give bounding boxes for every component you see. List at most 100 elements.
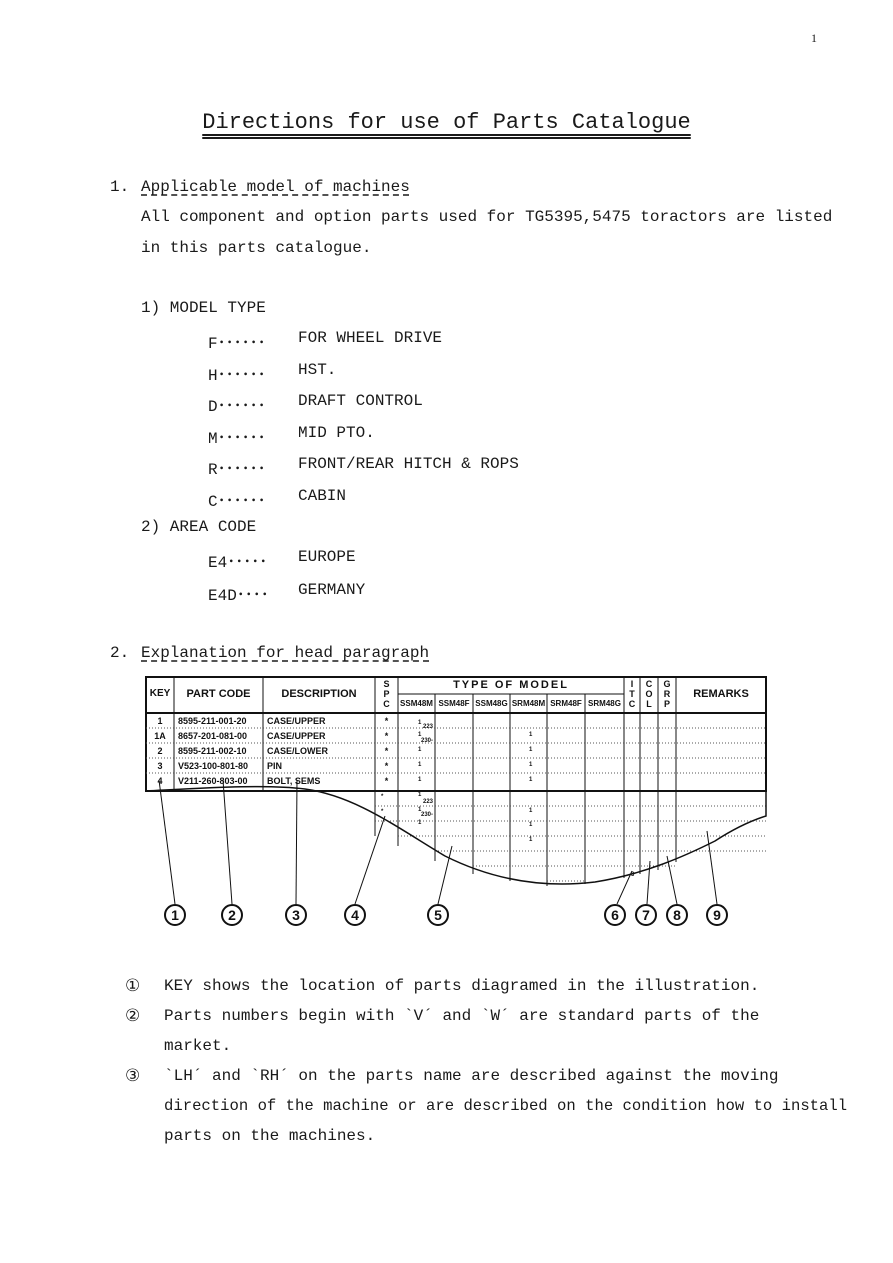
svg-text:230-: 230-	[421, 738, 433, 744]
note-2-line-1: Parts numbers begin with `V´ and `W´ are…	[164, 1007, 760, 1025]
svg-text:230-: 230-	[421, 812, 433, 818]
header-model: SRM48G	[588, 699, 621, 708]
row-part-code: V211-260-803-00	[178, 776, 248, 786]
note-3-line-1: `LH´ and `RH´ on the parts name are desc…	[164, 1067, 779, 1085]
row-description: PIN	[267, 761, 283, 771]
note-3-mark: ③	[125, 1066, 141, 1086]
header-type-of-model: TYPE OF MODEL	[453, 679, 569, 691]
svg-text:1: 1	[418, 747, 422, 753]
callout-6: 6	[604, 904, 626, 926]
row-part-code: 8595-211-002-10	[178, 746, 247, 756]
row-description: CASE/UPPER	[267, 716, 326, 726]
svg-text:1: 1	[529, 808, 533, 814]
model-code: D･･････	[208, 398, 266, 416]
row-spc: *	[384, 776, 389, 786]
svg-text:1: 1	[418, 732, 422, 738]
page-number: 1	[811, 31, 817, 45]
row-spc: *	[384, 731, 389, 741]
svg-text:3: 3	[631, 872, 635, 878]
callout-3: 3	[285, 904, 307, 926]
svg-text:1: 1	[418, 720, 422, 726]
header-model: SRM48M	[511, 699, 546, 708]
model-code: F･･････	[208, 335, 266, 353]
note-2-line-2: market.	[164, 1037, 232, 1055]
model-description: DRAFT CONTROL	[298, 392, 423, 410]
model-description: MID PTO.	[298, 424, 375, 442]
row-part-code: 8657-201-081-00	[178, 731, 248, 741]
header-part-code: PART CODE	[186, 688, 251, 700]
row-key: 3	[157, 761, 163, 771]
area-description: EUROPE	[298, 548, 356, 566]
svg-text:1: 1	[529, 732, 533, 738]
area-description: GERMANY	[298, 581, 366, 599]
section-2-heading: Explanation for head paragraph	[141, 644, 430, 662]
note-1-mark: ①	[125, 976, 141, 996]
model-code: R･･････	[208, 461, 266, 479]
svg-text:1: 1	[529, 837, 533, 843]
header-model: SSM48M	[400, 699, 433, 708]
model-code: C･･････	[208, 493, 266, 511]
callout-5: 5	[427, 904, 449, 926]
svg-text:1: 1	[529, 777, 533, 783]
row-spc: *	[384, 746, 389, 756]
area-code-heading: 2) AREA CODE	[141, 518, 257, 536]
row-spc: *	[384, 716, 389, 726]
header-model: SSM48F	[438, 699, 470, 708]
svg-text:*: *	[381, 794, 384, 800]
row-part-code: V523-100-801-80	[178, 761, 249, 771]
svg-text:1: 1	[418, 807, 422, 813]
callout-9: 9	[706, 904, 728, 926]
svg-text:1: 1	[418, 792, 422, 798]
model-description: HST.	[298, 361, 337, 379]
header-spc: S P C	[383, 679, 390, 709]
svg-text:223: 223	[423, 724, 434, 730]
svg-text:*: *	[381, 809, 384, 815]
header-col: C O L	[645, 679, 653, 709]
row-description: CASE/LOWER	[267, 746, 329, 756]
section-1-paragraph-line-2: in this parts catalogue.	[141, 239, 372, 257]
row-part-code: 8595-211-001-20	[178, 716, 247, 726]
svg-text:1: 1	[529, 822, 533, 828]
header-model: SSM48G	[475, 699, 508, 708]
header-description: DESCRIPTION	[281, 688, 357, 700]
model-type-heading: 1) MODEL TYPE	[141, 299, 266, 317]
svg-text:223: 223	[423, 799, 434, 805]
row-key: 1	[157, 716, 163, 726]
row-spc: *	[384, 761, 389, 771]
model-description: CABIN	[298, 487, 347, 505]
callout-4: 4	[344, 904, 366, 926]
model-description: FRONT/REAR HITCH & ROPS	[298, 455, 519, 473]
header-remarks: REMARKS	[693, 688, 749, 700]
svg-text:1: 1	[418, 820, 422, 826]
model-code: M･･････	[208, 430, 266, 448]
section-1-paragraph-line-1: All component and option parts used for …	[141, 208, 833, 226]
callout-7: 7	[635, 904, 657, 926]
row-key: 2	[157, 746, 163, 756]
area-code: E4D････	[208, 587, 269, 605]
svg-text:1: 1	[418, 762, 422, 768]
row-description: BOLT, SEMS	[267, 776, 321, 786]
page-title: Directions for use of Parts Catalogue	[202, 110, 691, 135]
section-2-number: 2.	[110, 644, 130, 662]
row-key: 4	[157, 776, 163, 786]
model-code: H･･････	[208, 367, 266, 385]
callout-2: 2	[221, 904, 243, 926]
area-code: E4･････	[208, 554, 268, 572]
section-1-number: 1.	[110, 178, 130, 196]
callout-8: 8	[666, 904, 688, 926]
note-2-mark: ②	[125, 1006, 141, 1026]
row-key: 1A	[154, 731, 166, 741]
header-model: SRM48F	[550, 699, 582, 708]
header-itc: I T C	[628, 679, 636, 709]
note-1-line-1: KEY shows the location of parts diagrame…	[164, 977, 760, 995]
row-description: CASE/UPPER	[267, 731, 326, 741]
section-1-heading: Applicable model of machines	[141, 178, 410, 196]
svg-text:1: 1	[529, 747, 533, 753]
model-description: FOR WHEEL DRIVE	[298, 329, 443, 347]
header-grp: G R P	[663, 679, 671, 709]
callout-1: 1	[164, 904, 186, 926]
note-3-line-3: parts on the machines.	[164, 1127, 376, 1145]
note-3-line-2: direction of the machine or are describe…	[164, 1097, 848, 1115]
